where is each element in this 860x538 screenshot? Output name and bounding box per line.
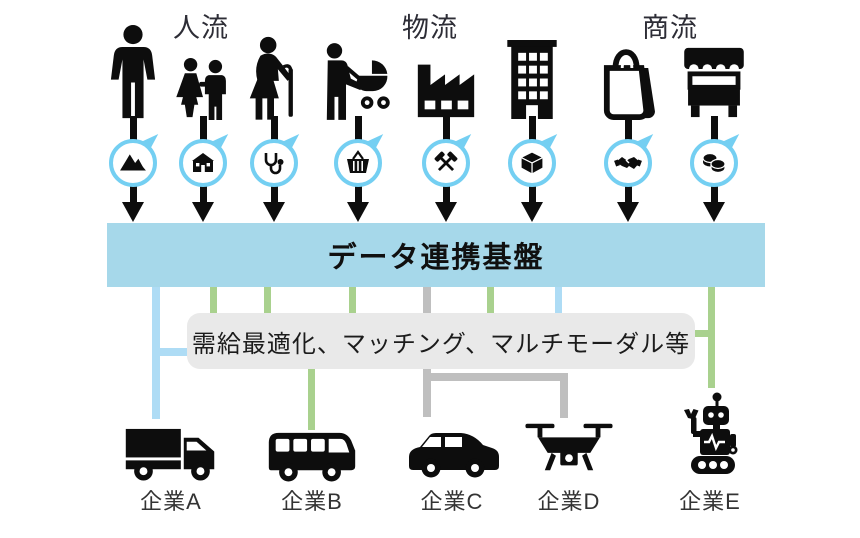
arrow-down-icon: [617, 202, 639, 222]
market-stall-icon: [682, 46, 746, 119]
arrow-down-icon: [435, 202, 457, 222]
badge-tail: [537, 127, 558, 150]
data-platform-label: データ連携基盤: [327, 242, 545, 274]
company-c-label: 企業C: [420, 489, 484, 514]
office-building-icon: [504, 40, 560, 119]
badge-tail: [451, 127, 472, 150]
parent-stroller-icon: [322, 43, 395, 120]
badge-mountains: [109, 127, 159, 187]
line-branch-to-company-d: [423, 373, 568, 381]
stethoscope-icon: [264, 153, 284, 175]
elderly-person-icon: [243, 36, 305, 120]
logistics-flow-label: 物流: [402, 13, 458, 43]
badge-tail: [279, 127, 300, 150]
line-platform-to-box-stub: [349, 287, 356, 315]
line-down-to-company-d: [560, 373, 568, 418]
car-icon: [407, 430, 499, 483]
truck-icon: [122, 425, 220, 487]
company-b-label: 企業B: [281, 489, 343, 514]
company-e-label: 企業E: [679, 489, 741, 514]
arrow-down-icon: [703, 202, 725, 222]
arrow-down-icon: [347, 202, 369, 222]
badge-handshake: [604, 127, 654, 187]
coins-icon: [702, 152, 726, 174]
line-platform-to-box-stub: [264, 287, 271, 315]
line-box-to-company-b: [308, 360, 315, 430]
line-platform-to-box-stub: [487, 287, 494, 315]
package-box-icon: [519, 151, 545, 176]
badge-school: [179, 127, 229, 187]
function-box-label: 需給最適化、マッチング、マルチモーダル等: [191, 330, 691, 358]
shopping-bag-icon: [597, 43, 659, 120]
arrow-down-icon: [263, 202, 285, 222]
line-branch-to-function-box-left: [156, 348, 190, 356]
line-platform-to-box-stub: [555, 287, 562, 315]
function-box: 需給最適化、マッチング、マルチモーダル等: [187, 313, 695, 369]
mountains-icon: [120, 154, 146, 171]
line-box-to-company-e-branch: [694, 330, 710, 337]
badge-stethoscope: [250, 127, 300, 187]
children-icon: [176, 57, 230, 120]
commerce-flow-label: 商流: [642, 13, 698, 43]
line-platform-to-company-e: [708, 287, 715, 388]
badge-tail: [138, 127, 159, 150]
arrow-down-icon: [122, 202, 144, 222]
badge-tail: [633, 127, 654, 150]
crossed-hammers-icon: [434, 151, 458, 172]
school-icon: [192, 153, 214, 172]
badge-shopping-basket: [334, 127, 384, 187]
arrow-down-icon: [521, 202, 543, 222]
company-d-label: 企業D: [537, 489, 601, 514]
badge-tail: [719, 127, 740, 150]
shopping-basket-icon: [347, 150, 369, 173]
badge-tail: [363, 127, 384, 150]
adult-person-icon: [104, 24, 162, 120]
badge-tail: [208, 127, 229, 150]
drone-icon: [524, 418, 614, 483]
bus-icon: [266, 429, 358, 487]
handshake-icon: [614, 157, 642, 169]
badge-package-box: [508, 127, 558, 187]
line-platform-to-box-stub: [210, 287, 217, 315]
people-flow-label: 人流: [173, 13, 229, 43]
badge-crossed-hammers: [422, 127, 472, 187]
robot-icon: [677, 392, 741, 485]
data-platform-bar: データ連携基盤: [107, 223, 765, 287]
badge-coins: [690, 127, 740, 187]
arrow-down-icon: [192, 202, 214, 222]
company-a-label: 企業A: [140, 489, 202, 514]
factory-icon: [412, 54, 480, 118]
